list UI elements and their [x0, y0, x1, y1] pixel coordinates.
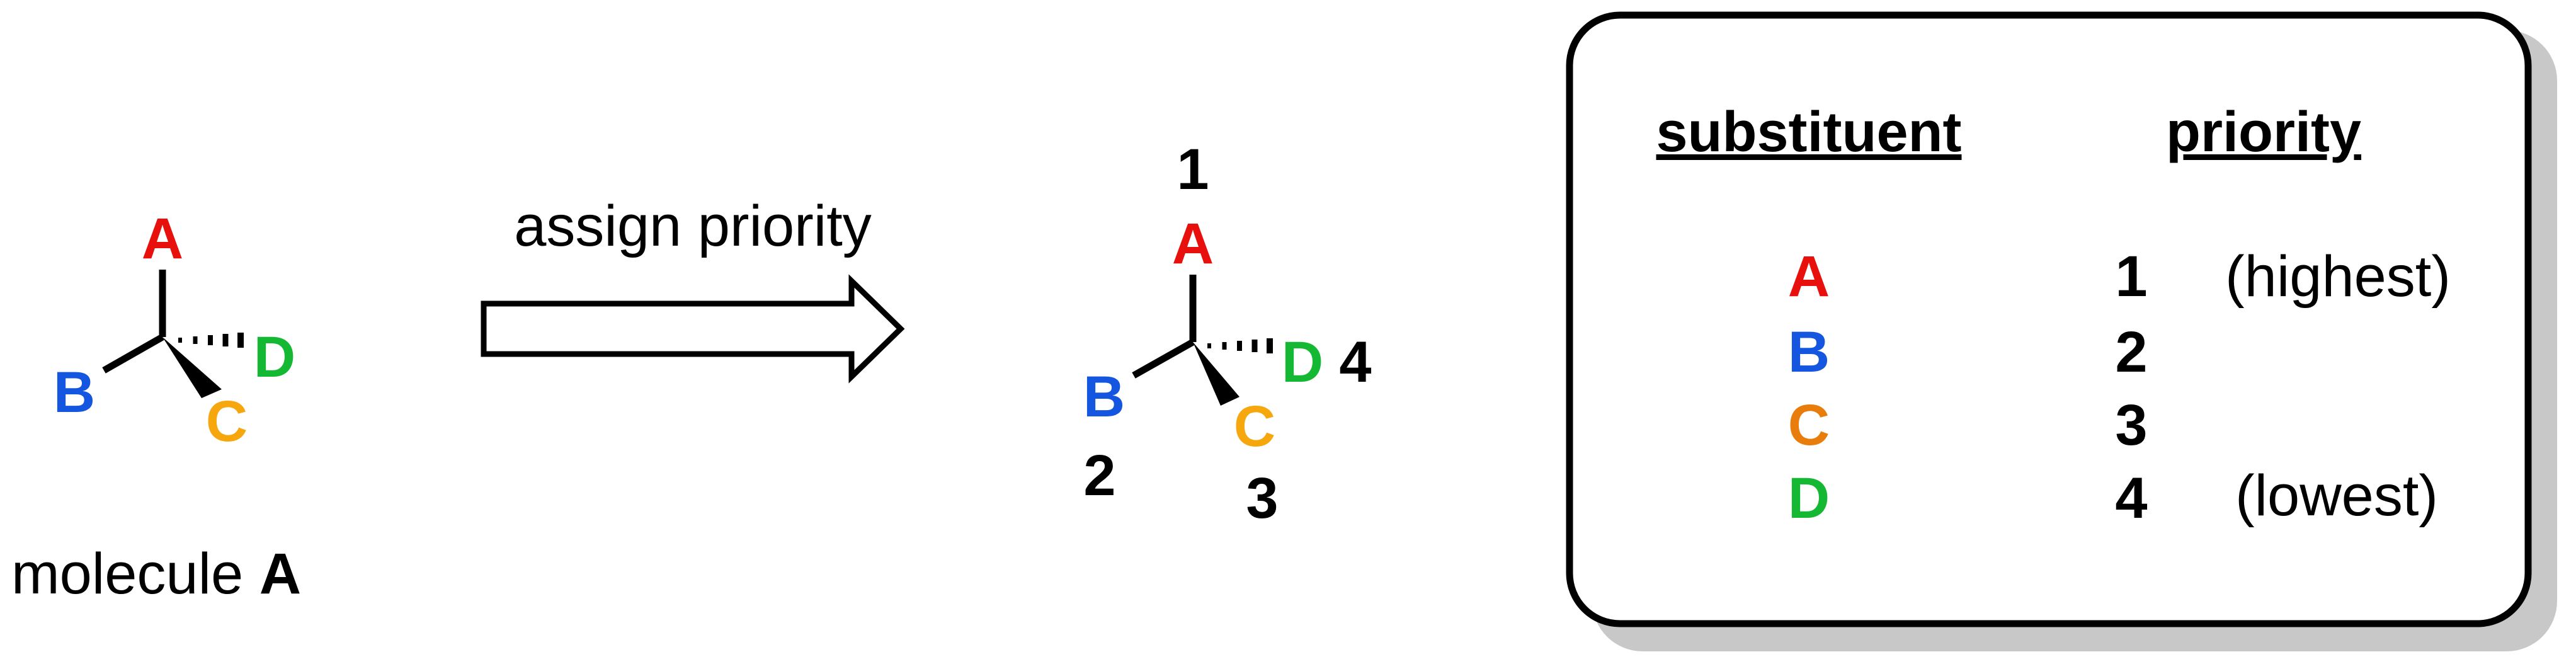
mid-label-B: B	[1083, 365, 1125, 429]
table-row-C-priority: 3	[2115, 393, 2147, 457]
table-row-D-note: (lowest)	[2235, 464, 2438, 528]
header-priority: priority	[2166, 101, 2361, 164]
header-substituent: substituent	[1656, 101, 1962, 164]
priority-number-B: 2	[1083, 443, 1115, 508]
left-label-A: A	[142, 207, 183, 271]
left-label-B: B	[54, 360, 95, 425]
wedge-bond-to-C	[162, 337, 222, 398]
caption-bold: A	[259, 542, 301, 606]
mid-label-A: A	[1172, 212, 1214, 276]
table-row-B-priority: 2	[2115, 320, 2147, 384]
caption-text: molecule	[11, 542, 259, 606]
molecule-left: A B C D molecule A	[11, 207, 301, 606]
priority-table-panel: substituent priority A B C D 1 2 3 4 (hi…	[1566, 11, 2557, 651]
table-row-C-substituent: C	[1788, 393, 1830, 457]
open-arrow-shape	[481, 274, 905, 384]
table-row-A-priority: 1	[2115, 244, 2147, 309]
priority-number-D: 4	[1339, 330, 1371, 394]
priority-number-C: 3	[1246, 466, 1278, 530]
molecule-caption: molecule A	[11, 542, 301, 606]
mid-label-D: D	[1282, 330, 1323, 394]
mid-bond-to-B	[1132, 339, 1195, 379]
mid-label-C: C	[1234, 394, 1275, 459]
arrow-label: assign priority	[514, 194, 872, 258]
left-label-D: D	[254, 325, 295, 389]
reaction-arrow: assign priority	[481, 194, 905, 384]
table-row-D-substituent: D	[1788, 466, 1830, 530]
panel-box	[1566, 11, 2532, 627]
priority-number-A: 1	[1177, 137, 1209, 202]
molecule-middle: A B C D 1 2 3 4	[1083, 137, 1372, 530]
table-row-B-substituent: B	[1788, 320, 1830, 384]
mid-wedge-bond-to-C	[1193, 342, 1240, 406]
bond-to-B	[102, 334, 164, 374]
table-row-D-priority: 4	[2115, 466, 2147, 530]
mid-hash-bond-to-D	[1207, 338, 1273, 353]
left-label-C: C	[206, 389, 248, 454]
table-row-A-substituent: A	[1788, 244, 1830, 309]
hash-bond-to-D	[178, 333, 244, 348]
table-row-A-note: (highest)	[2225, 244, 2451, 309]
